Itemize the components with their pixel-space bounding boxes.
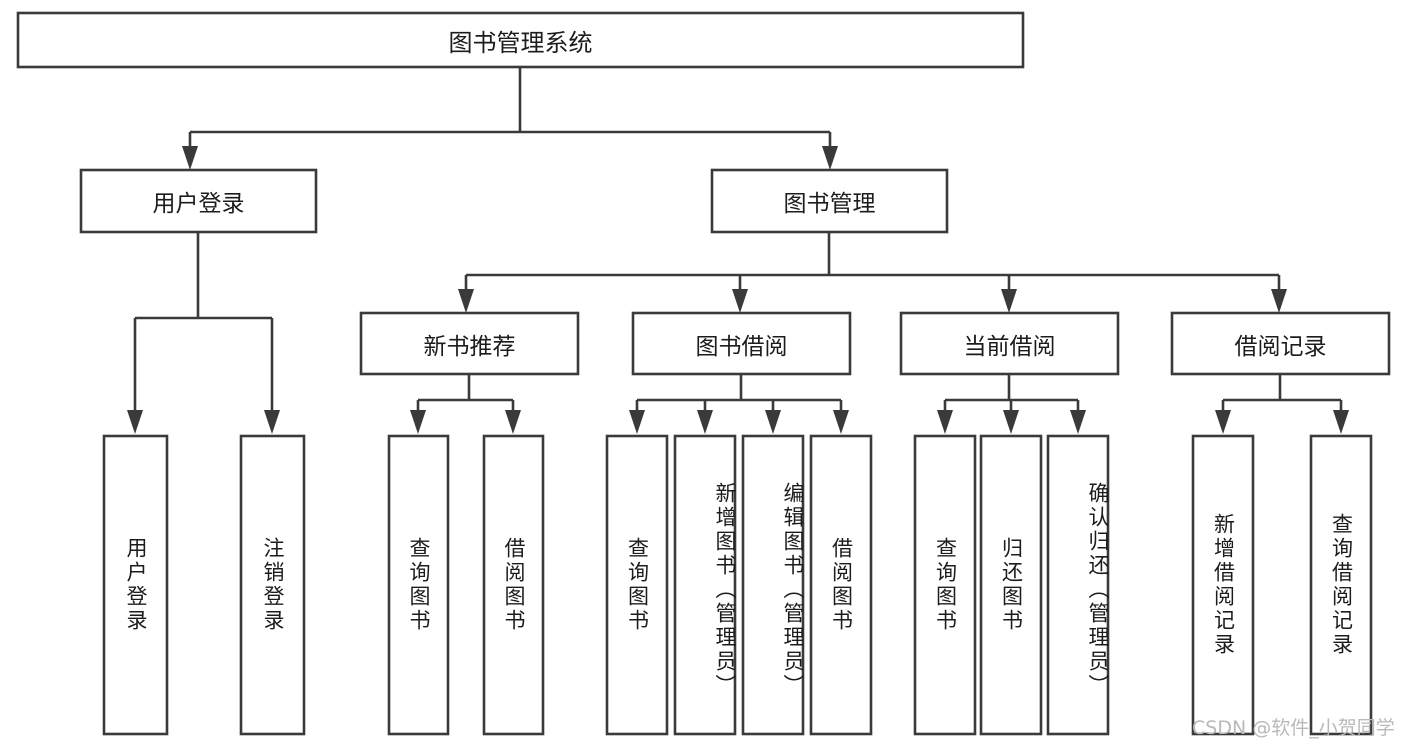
- leaf-box-user-login-1[interactable]: [239, 434, 306, 736]
- node-book-manage[interactable]: [710, 168, 949, 234]
- node-user-login[interactable]: [79, 168, 318, 234]
- leaf-box-book-borrow-2[interactable]: [741, 434, 805, 736]
- leaf-box-current-borrow-2[interactable]: [1046, 434, 1110, 736]
- node-borrow-record[interactable]: [1170, 311, 1391, 376]
- connector-userlogin-to-leaves: [127, 232, 280, 434]
- leaf-box-book-borrow-1[interactable]: [673, 434, 737, 736]
- leaf-box-new-book-1[interactable]: [482, 434, 545, 736]
- connector-current-to-leaves: [937, 374, 1086, 434]
- leaf-box-borrow-record-0[interactable]: [1191, 434, 1255, 736]
- connector-newbook-to-leaves: [410, 374, 521, 434]
- leaf-box-current-borrow-0[interactable]: [913, 434, 977, 736]
- leaf-box-book-borrow-0[interactable]: [605, 434, 669, 736]
- leaf-box-new-book-0[interactable]: [387, 434, 450, 736]
- connector-borrow-to-leaves: [629, 374, 849, 434]
- leaf-box-current-borrow-1[interactable]: [979, 434, 1043, 736]
- node-root[interactable]: [16, 11, 1025, 69]
- leaf-box-user-login-0[interactable]: [102, 434, 169, 736]
- connector-root-to-level2: [182, 67, 838, 170]
- node-new-book-recommend[interactable]: [359, 311, 580, 376]
- node-book-borrow[interactable]: [631, 311, 852, 376]
- leaf-box-borrow-record-1[interactable]: [1309, 434, 1373, 736]
- connector-bookmanage-to-level3: [458, 232, 1287, 313]
- connector-record-to-leaves: [1215, 374, 1349, 434]
- node-current-borrow[interactable]: [899, 311, 1120, 376]
- leaf-box-book-borrow-3[interactable]: [809, 434, 873, 736]
- csdn-watermark: CSDN @软件_小贺同学: [1192, 717, 1395, 739]
